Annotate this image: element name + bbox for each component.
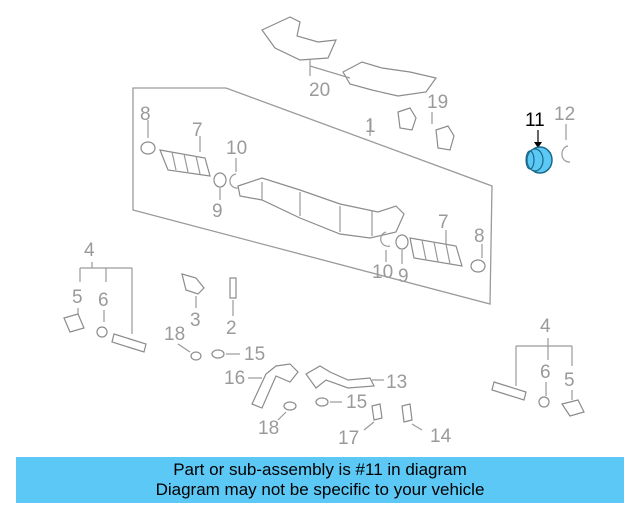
steering-rack (237, 177, 405, 239)
part-19-bushings (397, 107, 455, 151)
part-18-bottom (283, 401, 297, 411)
callout-14: 14 (430, 426, 452, 447)
part-12-clip (561, 145, 571, 163)
callout-8-right: 8 (474, 226, 485, 247)
part-15-top (211, 349, 225, 359)
callout-9-right: 9 (398, 266, 409, 287)
callout-18-top: 18 (164, 324, 185, 345)
callout-20: 20 (309, 80, 330, 101)
callout-6-left: 6 (98, 290, 109, 311)
part-14 (401, 403, 413, 423)
part-9-right (395, 234, 409, 250)
callout-17: 17 (338, 428, 359, 449)
callout-8-left: 8 (140, 104, 151, 125)
part-18-top (190, 351, 202, 361)
callout-19: 19 (427, 92, 448, 113)
callout-5-right: 5 (564, 370, 575, 391)
part-15-bottom (315, 397, 329, 407)
callout-4-left: 4 (84, 240, 95, 261)
callout-5-left: 5 (72, 287, 83, 308)
part-9-left (213, 172, 227, 188)
callout-4-right: 4 (540, 316, 551, 337)
callout-7-left: 7 (192, 120, 203, 141)
tie-rod-end-left (63, 313, 147, 353)
callout-15-top: 15 (244, 344, 265, 365)
part-11-highlighted (525, 146, 553, 174)
callout-10-left: 10 (226, 138, 247, 159)
callout-16: 16 (224, 368, 245, 389)
part-10-left-clip (229, 173, 239, 189)
callout-9-left: 9 (212, 201, 223, 222)
callout-10-right: 10 (372, 262, 393, 283)
part-10-right-clip (380, 231, 391, 247)
callout-7-right: 7 (438, 212, 449, 233)
tie-rod-end-right (491, 381, 585, 417)
part-17 (371, 403, 383, 421)
callout-11: 11 (525, 110, 545, 131)
part-8-left (140, 141, 156, 155)
callout-2: 2 (226, 318, 237, 339)
callout-12: 12 (554, 104, 575, 125)
part-16-pipe (251, 363, 299, 409)
callout-15-bottom: 15 (346, 392, 367, 413)
callout-3: 3 (190, 310, 201, 331)
part-7-left-boot (159, 149, 211, 177)
part-13-pipe (305, 365, 375, 389)
callout-13: 13 (386, 372, 407, 393)
info-banner: Part or sub-assembly is #11 in diagram D… (16, 457, 624, 503)
part-8-right (470, 259, 486, 273)
part-3 (181, 273, 205, 295)
callout-18-bottom: 18 (258, 418, 279, 439)
callout-6-right: 6 (540, 362, 551, 383)
part-2-bolt (229, 277, 237, 299)
callout-1: 1 (365, 116, 376, 137)
part-20-brackets (261, 16, 438, 97)
banner-line-1: Part or sub-assembly is #11 in diagram (173, 460, 467, 479)
banner-line-2: Diagram may not be specific to your vehi… (155, 480, 485, 499)
assembly-frame (132, 87, 493, 305)
